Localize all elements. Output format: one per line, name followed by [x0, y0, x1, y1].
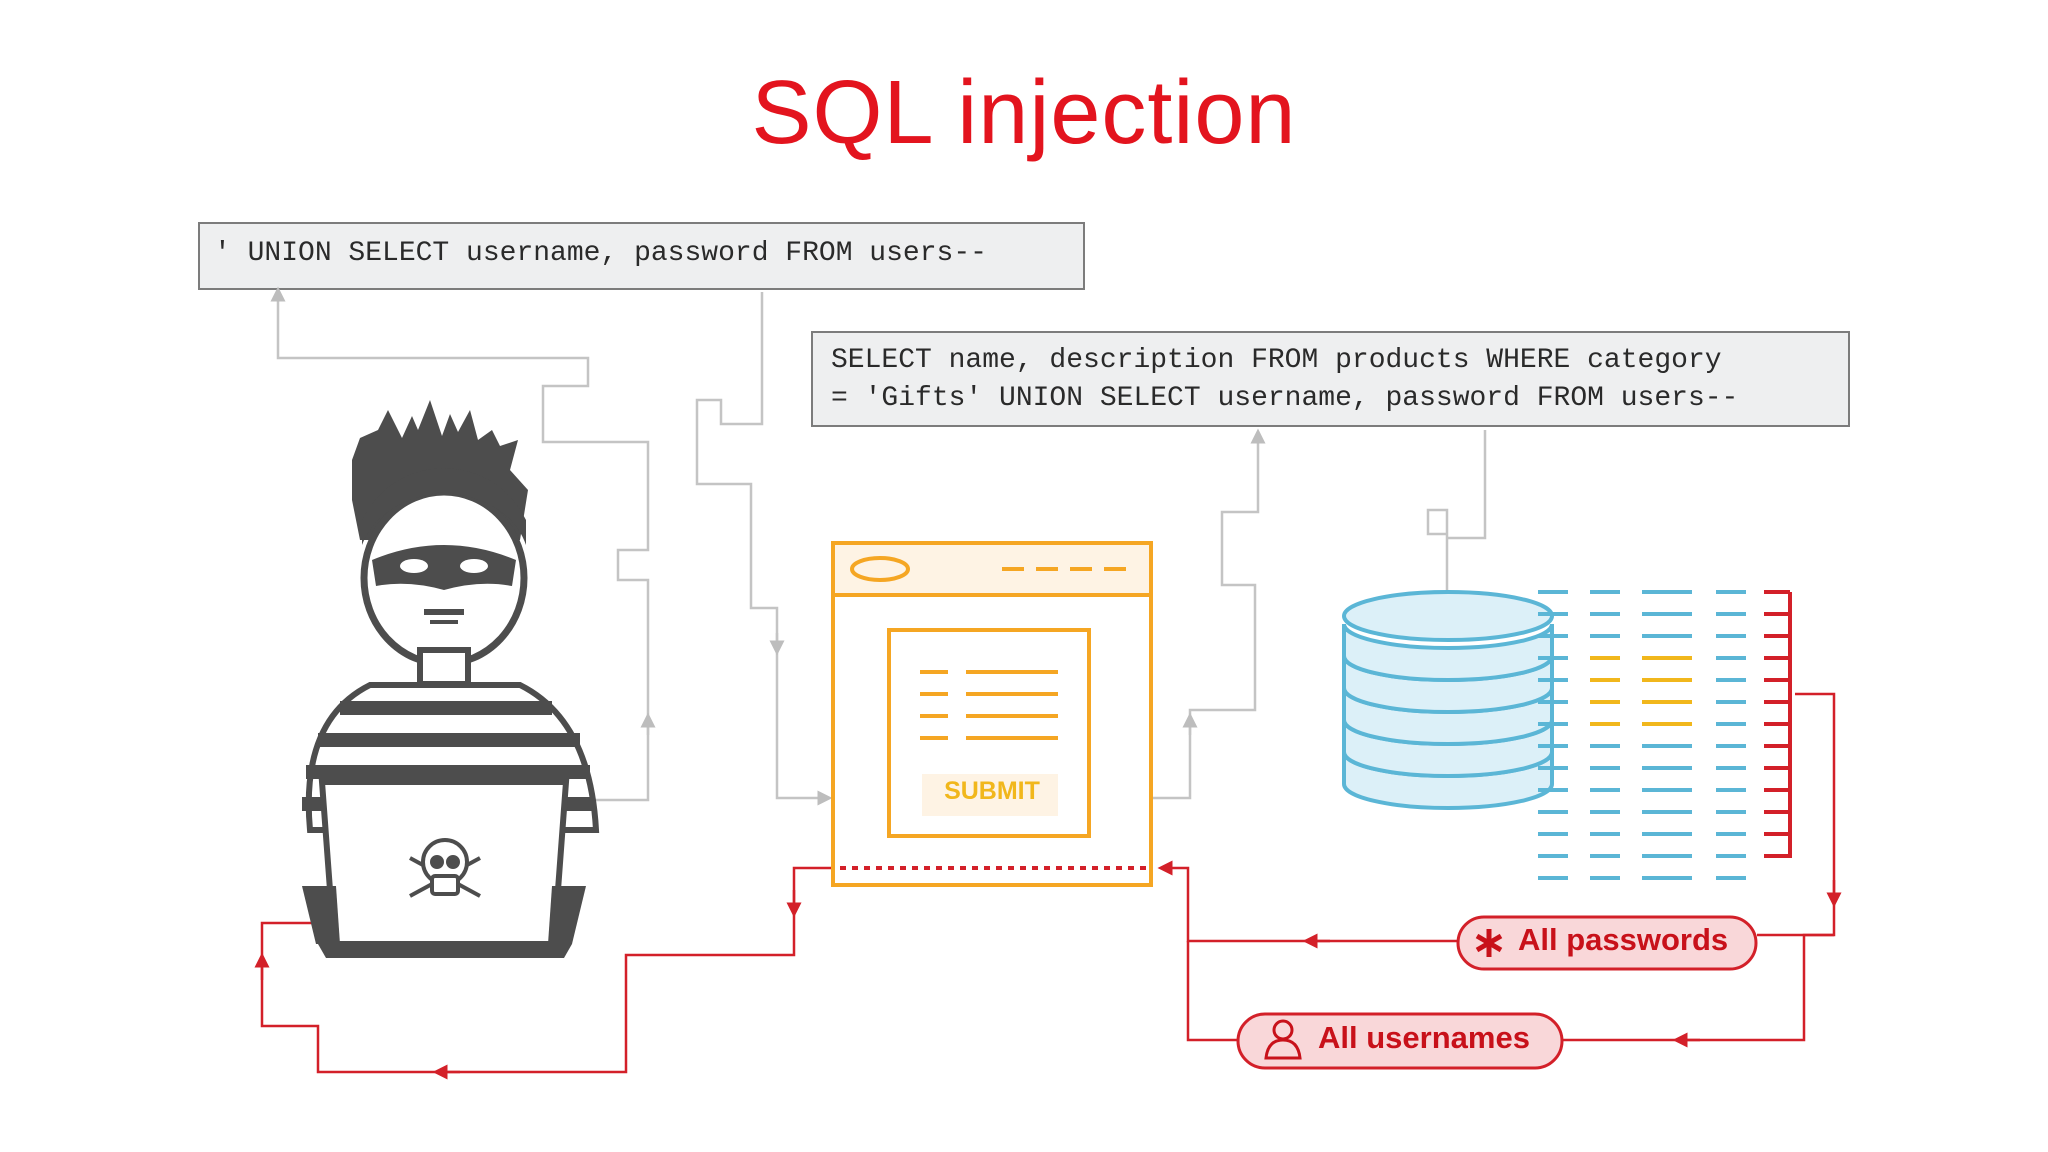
- usernames-pill: [1236, 1012, 1564, 1070]
- database-icon: [1342, 590, 1554, 810]
- attack-flow-lines: [270, 286, 1487, 806]
- form-to-query-line: [1075, 428, 1266, 800]
- passwords-to-form-line: [1157, 860, 1458, 943]
- submit-button[interactable]: SUBMIT: [944, 777, 1040, 805]
- laptop-to-payload-line: [270, 286, 650, 802]
- database-records: [1538, 590, 1746, 880]
- submit-button-shape: [922, 774, 1058, 816]
- all-usernames-label: All usernames: [1318, 1020, 1530, 1055]
- query-line-1: SELECT name, description FROM products W…: [831, 345, 1722, 376]
- browser-form-icon: [831, 541, 1153, 887]
- injection-payload-box: ' UNION SELECT username, password FROM u…: [198, 222, 1085, 290]
- return-flow-lines: [254, 692, 1842, 1080]
- user-icon: [1264, 1019, 1302, 1060]
- hacker-icon: [302, 400, 600, 833]
- page-title: SQL injection: [751, 63, 1297, 163]
- resulting-query-box: SELECT name, description FROM products W…: [811, 331, 1850, 427]
- eye-mask: [372, 545, 516, 590]
- db-to-passwords-line: [1757, 692, 1836, 937]
- payload-to-form-line: [695, 292, 833, 806]
- asterisk-icon: [1475, 929, 1503, 957]
- query-line-2: = 'Gifts' UNION SELECT username, passwor…: [831, 383, 1739, 414]
- query-to-database-line: [1426, 430, 1487, 623]
- records-bracket: [1764, 590, 1792, 858]
- all-passwords-label: All passwords: [1518, 922, 1729, 957]
- passwords-pill: [1456, 915, 1758, 971]
- usernames-to-form-line: [1186, 941, 1238, 1042]
- payload-text: ' UNION SELECT username, password FROM u…: [214, 238, 987, 269]
- skull-crossbones-icon: [409, 838, 481, 898]
